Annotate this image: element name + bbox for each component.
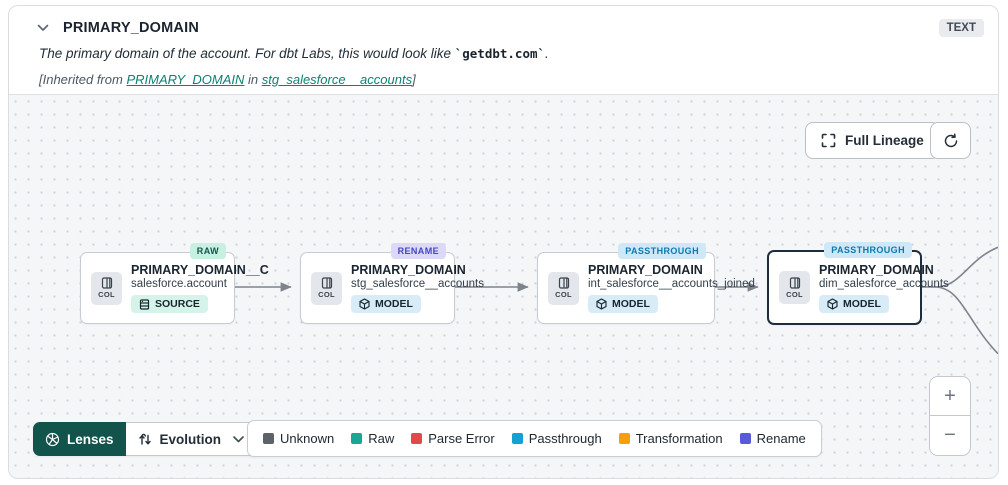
chevron-down-icon bbox=[233, 435, 244, 443]
node-model-name: salesforce.account bbox=[131, 278, 227, 290]
resource-type-badge: MODEL bbox=[819, 294, 889, 313]
columns-icon bbox=[321, 277, 332, 289]
lens-selected-label: Evolution bbox=[159, 431, 222, 447]
lens-dropdown[interactable]: Evolution bbox=[125, 422, 258, 456]
resource-type-badge: MODEL bbox=[351, 295, 421, 313]
columns-icon bbox=[101, 277, 112, 289]
evolution-legend: Unknown Raw Parse Error Passthrough Tran… bbox=[247, 420, 822, 457]
columns-icon bbox=[558, 277, 569, 289]
legend-item-unknown: Unknown bbox=[263, 431, 334, 446]
cube-icon bbox=[359, 298, 370, 310]
column-lineage-panel: PRIMARY_DOMAIN TEXT The primary domain o… bbox=[8, 5, 999, 479]
inherited-from-note: [Inherited from PRIMARY_DOMAIN in stg_sa… bbox=[39, 72, 416, 87]
lineage-edges bbox=[235, 246, 998, 355]
inherited-model-link[interactable]: stg_salesforce__accounts bbox=[261, 72, 413, 87]
column-chip: COL bbox=[91, 271, 122, 305]
column-header: PRIMARY_DOMAIN TEXT The primary domain o… bbox=[9, 6, 998, 94]
cube-icon bbox=[596, 298, 607, 310]
lineage-node-source[interactable]: RAW COL PRIMARY_DOMAIN__C salesforce.acc… bbox=[80, 243, 269, 324]
zoom-out-button[interactable]: − bbox=[930, 416, 970, 455]
legend-swatch bbox=[511, 433, 523, 444]
evolution-badge: RENAME bbox=[390, 243, 446, 259]
refresh-icon bbox=[943, 132, 959, 149]
columns-icon bbox=[789, 276, 800, 289]
column-title: PRIMARY_DOMAIN bbox=[63, 20, 199, 36]
node-column-name: PRIMARY_DOMAIN bbox=[588, 263, 703, 277]
database-icon bbox=[139, 298, 150, 310]
evolution-icon bbox=[138, 432, 152, 447]
legend-swatch bbox=[351, 433, 363, 444]
lenses-control: Lenses Evolution bbox=[33, 422, 258, 456]
data-type-badge: TEXT bbox=[938, 19, 984, 37]
refresh-button[interactable] bbox=[930, 122, 971, 159]
lenses-button[interactable]: Lenses bbox=[33, 422, 126, 456]
collapse-chevron-icon[interactable] bbox=[31, 16, 55, 40]
node-model-name: dim_salesforce_accounts bbox=[819, 277, 949, 290]
resource-type-badge: SOURCE bbox=[131, 295, 208, 313]
lineage-node-dim-selected[interactable]: PASSTHROUGH COL PRIMARY_DOMAIN dim_sales… bbox=[767, 242, 949, 325]
legend-item-passthrough: Passthrough bbox=[511, 431, 602, 446]
legend-swatch bbox=[739, 433, 751, 444]
fullscreen-icon bbox=[821, 133, 836, 148]
legend-swatch bbox=[411, 433, 423, 444]
node-model-name: stg_salesforce__accounts bbox=[351, 278, 484, 290]
evolution-badge: RAW bbox=[189, 243, 226, 259]
zoom-controls: + − bbox=[929, 376, 971, 456]
cube-icon bbox=[827, 297, 838, 310]
lineage-node-intermediate[interactable]: PASSTHROUGH COL PRIMARY_DOMAIN int_sales… bbox=[537, 243, 755, 324]
column-chip: COL bbox=[779, 271, 810, 304]
lineage-canvas[interactable]: Full Lineage RAW COL PRIMARY_DOMAIN__C s… bbox=[9, 94, 998, 478]
inline-code: `getdbt.com` bbox=[454, 46, 546, 61]
column-description: The primary domain of the account. For d… bbox=[39, 46, 549, 61]
legend-item-parse-error: Parse Error bbox=[411, 431, 495, 446]
legend-item-transformation: Transformation bbox=[618, 431, 723, 446]
zoom-in-button[interactable]: + bbox=[930, 377, 970, 416]
node-column-name: PRIMARY_DOMAIN__C bbox=[131, 263, 269, 277]
evolution-badge: PASSTHROUGH bbox=[618, 243, 706, 259]
lens-aperture-icon bbox=[45, 432, 60, 447]
lineage-node-staging[interactable]: RENAME COL PRIMARY_DOMAIN stg_salesforce… bbox=[300, 243, 484, 324]
column-chip: COL bbox=[311, 271, 342, 305]
legend-swatch bbox=[263, 433, 274, 444]
node-column-name: PRIMARY_DOMAIN bbox=[819, 262, 934, 277]
legend-item-raw: Raw bbox=[351, 431, 394, 446]
column-chip: COL bbox=[548, 271, 579, 305]
node-model-name: int_salesforce__accounts_joined bbox=[588, 278, 755, 290]
inherited-column-link[interactable]: PRIMARY_DOMAIN bbox=[126, 72, 245, 87]
lenses-label: Lenses bbox=[67, 431, 114, 447]
legend-swatch bbox=[618, 433, 630, 444]
node-column-name: PRIMARY_DOMAIN bbox=[351, 263, 466, 277]
full-lineage-button[interactable]: Full Lineage bbox=[805, 122, 940, 159]
resource-type-badge: MODEL bbox=[588, 295, 658, 313]
evolution-badge: PASSTHROUGH bbox=[824, 242, 912, 258]
legend-item-rename: Rename bbox=[739, 431, 806, 446]
full-lineage-label: Full Lineage bbox=[845, 133, 924, 148]
